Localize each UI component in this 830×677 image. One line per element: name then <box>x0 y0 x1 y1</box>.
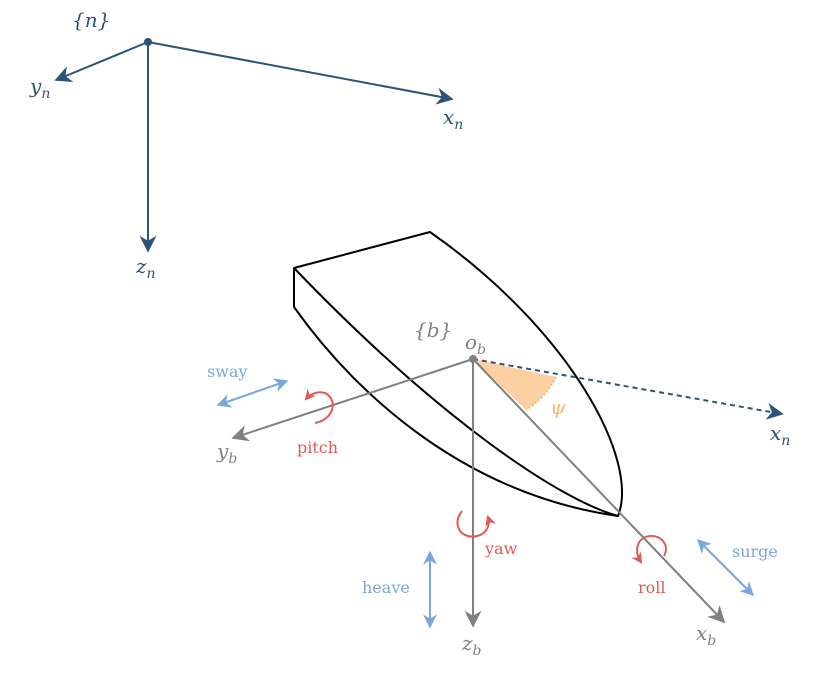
yaw-label: yaw <box>484 539 518 558</box>
rotational-motions <box>304 388 667 564</box>
psi-label: ψ <box>550 395 566 419</box>
zb-label: zb <box>461 631 482 659</box>
frame-n-origin <box>144 38 152 46</box>
xb-axis <box>472 358 726 624</box>
ob-label: ob <box>465 330 486 358</box>
frame-n-label: {n} <box>72 8 110 32</box>
xn-projection-axis <box>472 358 784 420</box>
yb-label: yb <box>216 439 237 467</box>
xb-label: xb <box>696 621 716 649</box>
frame-b-origin <box>469 355 477 363</box>
navigation-frame: {n} xn yn zn <box>29 8 463 282</box>
surge-label: surge <box>732 542 778 561</box>
xn-projection-label: xn <box>770 421 790 449</box>
frame-b-label: {b} <box>414 318 452 342</box>
yn-label: yn <box>29 74 50 102</box>
zn-label: zn <box>135 254 156 282</box>
heading-angle-wedge <box>473 359 556 410</box>
translational-motions: sway heave surge <box>207 362 778 629</box>
hull-side <box>293 268 619 517</box>
heave-label: heave <box>362 578 410 597</box>
surge-arrow <box>697 539 754 596</box>
pitch-rotation-icon <box>304 388 334 424</box>
yn-axis <box>54 41 149 83</box>
pitch-label: pitch <box>297 438 338 457</box>
body-frame: {b} ob xb yb zb <box>216 318 726 659</box>
yb-axis <box>231 358 474 442</box>
xn-label: xn <box>443 105 463 133</box>
sway-arrow <box>216 378 289 408</box>
vessel-hull <box>293 231 623 517</box>
xn-axis <box>147 41 454 105</box>
hull-deck-outline <box>293 231 623 517</box>
roll-rotation-icon <box>631 534 667 564</box>
yaw-rotation-icon <box>456 510 496 538</box>
roll-label: roll <box>638 578 666 597</box>
sway-label: sway <box>207 362 247 381</box>
